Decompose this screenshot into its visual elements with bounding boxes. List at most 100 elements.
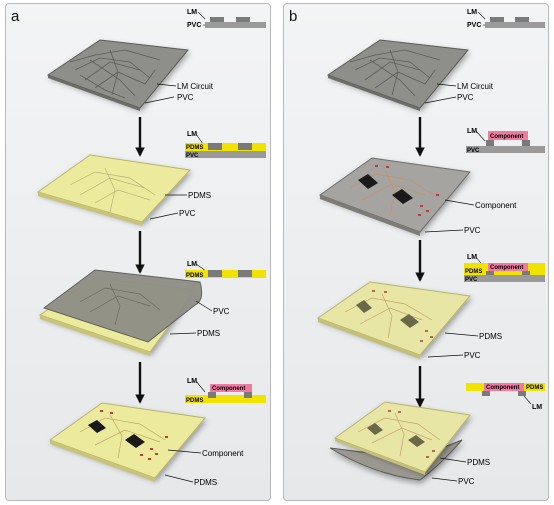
- leader: [427, 354, 464, 358]
- plate-edge: [328, 75, 420, 111]
- plate-edge: [38, 192, 142, 226]
- lm-circuit-traces: [349, 49, 441, 97]
- leader: [444, 332, 479, 337]
- pdms-layer: [185, 270, 266, 278]
- component-label: Component: [490, 134, 523, 140]
- lm-trace: [236, 17, 250, 22]
- pvc-plate: [46, 39, 189, 109]
- pvc-layer: [485, 22, 545, 28]
- pvc-label: PVC: [464, 226, 481, 235]
- leader: [439, 457, 467, 463]
- pdms-plate: [316, 281, 471, 356]
- b2-cross-section: LM Component PVC: [466, 128, 545, 154]
- lm-trace: [522, 140, 530, 146]
- pdms-layer: [185, 395, 266, 403]
- pvc-layer: [205, 22, 266, 28]
- lm-label: LM: [187, 9, 197, 16]
- pdms-label: PDMS: [526, 385, 543, 391]
- plate-edge: [40, 315, 150, 356]
- lm-trace: [515, 17, 529, 22]
- lm-circuit-label: LM Circuit: [177, 82, 214, 91]
- component-label: Component: [475, 201, 517, 210]
- component-block: [488, 131, 528, 140]
- pvc-label: PVC: [177, 93, 194, 102]
- plate-edge: [335, 438, 425, 475]
- leader: [424, 96, 457, 104]
- lm-label: LM: [467, 254, 477, 261]
- pdms-label: PDMS: [467, 458, 490, 467]
- plate-edge: [318, 318, 420, 359]
- lm-trace: [518, 391, 526, 396]
- chip-component: [358, 174, 378, 189]
- a2-cross-section: LM PDMS PVC: [185, 131, 266, 159]
- lm-trace: [522, 271, 530, 275]
- a4-components-on-pdms: [48, 402, 206, 482]
- pvc-label: PVC: [465, 277, 478, 283]
- lm-label: LM: [187, 261, 197, 268]
- lm-circuit-traces: [79, 283, 161, 326]
- leader: [144, 96, 175, 104]
- lm-trace: [482, 391, 490, 396]
- plate-edge: [320, 195, 420, 236]
- pvc-label: PVC: [186, 153, 199, 159]
- b2-components-on-pvc: [318, 157, 471, 236]
- component-label: Component: [490, 265, 523, 271]
- lm-label: LM: [187, 131, 197, 138]
- a4-cross-section: LM Component PDMS: [185, 378, 266, 404]
- leader: [195, 300, 213, 312]
- leader: [424, 229, 464, 233]
- lm-trace: [208, 392, 216, 398]
- a3-cross-section: LM PDMS: [185, 261, 266, 279]
- pdms-label: PDMS: [194, 478, 217, 487]
- lm-trace: [238, 270, 252, 277]
- lm-circuit-traces: [69, 49, 161, 99]
- pvc-layer: [466, 146, 545, 153]
- pdms-plate: [333, 401, 471, 473]
- lm-trace: [486, 140, 494, 146]
- panel-a-label: a: [11, 8, 20, 25]
- pdms-layer: [185, 143, 266, 151]
- pvc-label: PVC: [187, 22, 201, 29]
- lm-trace: [486, 271, 494, 275]
- small-components: [375, 165, 439, 216]
- chip-component: [88, 420, 106, 433]
- chip-component: [125, 434, 145, 448]
- component-block: [484, 383, 524, 391]
- leader: [436, 83, 457, 87]
- pvc-plate: [326, 39, 469, 109]
- a3-peel-off-pvc: [38, 269, 203, 356]
- pdms-label: PDMS: [465, 269, 482, 275]
- leader: [169, 332, 197, 335]
- b4-peel-off-pvc: [329, 401, 471, 481]
- lm-trace: [244, 392, 252, 398]
- b3-pdms-encapsulated: [316, 281, 471, 359]
- chip-component: [400, 314, 419, 328]
- leader: [164, 474, 194, 483]
- chip-component: [408, 435, 425, 447]
- b4-cross-section: Component PDMS LM: [466, 383, 545, 411]
- lm-trace: [238, 143, 252, 150]
- leader: [431, 477, 458, 482]
- lm-label: LM: [187, 378, 197, 385]
- b1-lm-circuit-on-pvc: [326, 39, 469, 111]
- component-label: Component: [202, 449, 244, 458]
- component-label: Component: [212, 386, 245, 392]
- lm-trace: [208, 143, 222, 150]
- pvc-layer: [185, 151, 266, 158]
- embedded-circuit: [69, 167, 156, 213]
- lm-trace: [210, 17, 224, 22]
- pdms-label: PDMS: [197, 329, 220, 338]
- component-block: [210, 384, 252, 392]
- small-components: [100, 410, 168, 460]
- a1-lm-circuit-on-pvc: [46, 39, 189, 111]
- pdms-label: PDMS: [188, 191, 211, 200]
- pdms-label: PDMS: [479, 332, 502, 341]
- pvc-layer: [464, 275, 545, 282]
- component-label: Component: [486, 385, 519, 391]
- pvc-label: PVC: [464, 351, 481, 360]
- lm-label: LM: [467, 128, 477, 135]
- pvc-label: PVC: [467, 22, 481, 29]
- a1-cross-section: LM PVC: [187, 9, 266, 29]
